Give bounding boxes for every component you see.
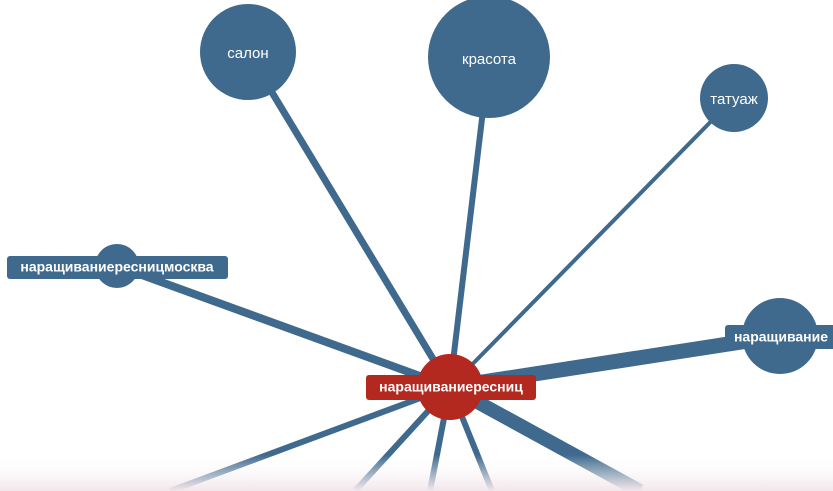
bottom-fade	[0, 455, 833, 491]
node-center-tag[interactable]	[366, 375, 536, 400]
edge-salon	[247, 54, 453, 389]
node-salon-label: салон	[227, 45, 268, 62]
edge-moskva	[115, 262, 452, 391]
node-moskva-label: наращиваниересницмосква	[20, 259, 213, 275]
node-krasota-label: красота	[462, 51, 517, 68]
node-tatuazh-circle[interactable]	[700, 64, 768, 132]
node-center[interactable]: наращиваниересниц	[366, 354, 536, 420]
node-tatuazh-label: татуаж	[710, 91, 757, 108]
node-krasota-circle[interactable]	[428, 0, 550, 118]
node-moskva-tag[interactable]	[7, 256, 228, 279]
node-center-label: наращиваниересниц	[379, 379, 523, 395]
node-narashivanie-label: наращивание	[734, 329, 828, 345]
node-moskva[interactable]: наращиваниересницмосква	[7, 244, 228, 288]
edge-tatuazh	[448, 96, 736, 389]
node-tatuazh[interactable]: татуаж	[700, 64, 768, 132]
node-krasota[interactable]: красота	[428, 0, 550, 118]
node-narashivanie-tag[interactable]	[725, 325, 833, 349]
node-salon-circle[interactable]	[200, 4, 296, 100]
node-salon[interactable]: салон	[200, 4, 296, 100]
node-narashivanie[interactable]: наращивание	[725, 298, 833, 374]
